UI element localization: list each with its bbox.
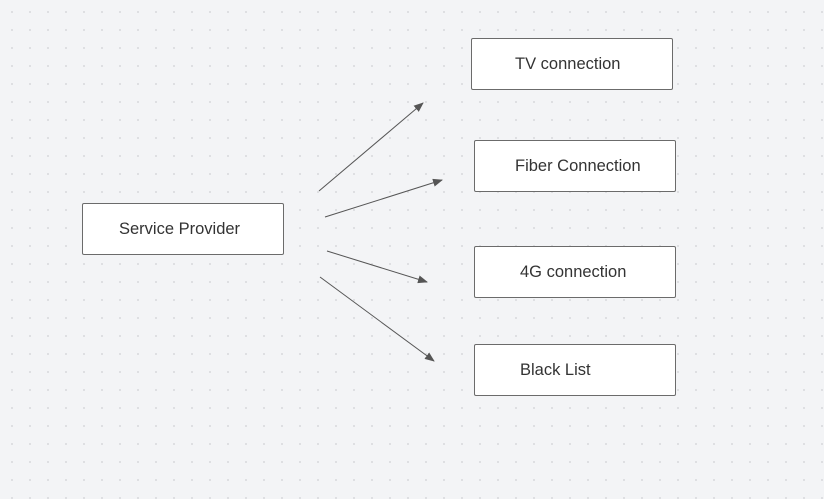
node-4g-connection[interactable]: 4G connection [474,246,676,298]
node-label: Fiber Connection [515,157,641,175]
node-label: Black List [520,361,591,379]
edge-service-provider-to-fiber-connection[interactable] [324,178,443,218]
node-tv-connection[interactable]: TV connection [471,38,673,90]
edge-service-provider-to-tv-connection[interactable] [318,102,424,192]
edge-service-provider-to-4g-connection[interactable] [326,250,428,284]
edge-service-provider-to-black-list[interactable] [319,276,435,362]
node-service-provider[interactable]: Service Provider [82,203,284,255]
node-label: TV connection [515,55,621,73]
node-black-list[interactable]: Black List [474,344,676,396]
node-label: Service Provider [119,220,241,238]
node-fiber-connection[interactable]: Fiber Connection [474,140,676,192]
node-label: 4G connection [520,263,627,281]
